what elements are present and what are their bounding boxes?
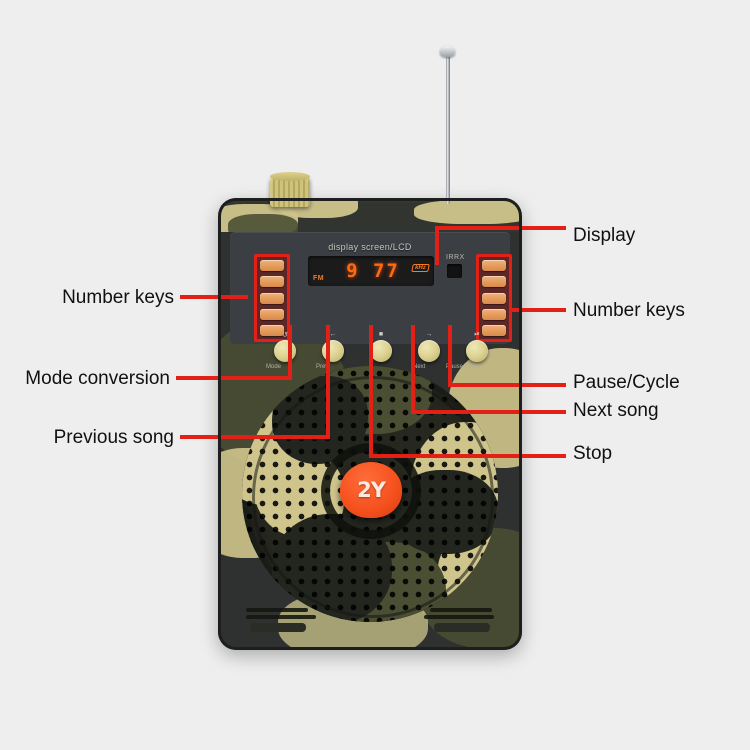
number-key[interactable] bbox=[260, 276, 284, 288]
mode-conversion-button[interactable] bbox=[274, 340, 296, 362]
number-keys-left[interactable] bbox=[254, 254, 290, 342]
pause-cycle-button[interactable] bbox=[466, 340, 488, 362]
camo-blob bbox=[218, 204, 298, 232]
number-key[interactable] bbox=[260, 260, 284, 271]
callout-label-display: Display bbox=[573, 225, 636, 246]
lcd-band-label: FM bbox=[313, 275, 325, 282]
telescopic-antenna[interactable] bbox=[446, 52, 450, 204]
camo-blob bbox=[228, 214, 298, 232]
callout-label-previous-song: Previous song bbox=[53, 427, 174, 448]
number-key[interactable] bbox=[482, 308, 506, 320]
number-keys-right[interactable] bbox=[476, 254, 512, 342]
vent-slot bbox=[246, 608, 308, 612]
next-song-button[interactable] bbox=[418, 340, 440, 362]
brand-logo-mark: 2Y bbox=[357, 478, 386, 502]
ir-receiver-window bbox=[447, 264, 462, 278]
device-foot bbox=[434, 623, 490, 632]
callout-label-next-song: Next song bbox=[573, 400, 659, 421]
irrx-label: IRRX bbox=[446, 254, 465, 261]
camo-blob bbox=[414, 200, 522, 224]
number-key[interactable] bbox=[482, 292, 506, 304]
stop-icon: ■ bbox=[378, 331, 384, 338]
control-button-row: ↺ Mode ← Prev ■ → Next ⏯ Pause/Cycle bbox=[230, 331, 510, 370]
brand-logo: 2Y bbox=[340, 462, 402, 518]
lcd-frequency-value: 9 77 bbox=[346, 260, 400, 282]
stop-button[interactable] bbox=[370, 340, 392, 362]
number-key[interactable] bbox=[260, 292, 284, 304]
speaker-grille: 2Y bbox=[242, 366, 498, 622]
vent-slot bbox=[246, 615, 316, 619]
callout-label-pause-cycle: Pause/Cycle bbox=[573, 372, 680, 393]
mode-icon: ↺ bbox=[282, 332, 288, 339]
callout-label-number-keys-left: Number keys bbox=[62, 287, 174, 308]
antenna-tip-icon bbox=[440, 46, 455, 57]
next-icon: → bbox=[425, 331, 433, 338]
number-key[interactable] bbox=[482, 260, 506, 271]
number-key[interactable] bbox=[482, 276, 506, 288]
callout-label-number-keys-right: Number keys bbox=[573, 300, 685, 321]
callout-label-stop: Stop bbox=[573, 443, 613, 464]
volume-knob-top bbox=[270, 172, 310, 181]
device-top-edge bbox=[218, 198, 522, 232]
vent-slot bbox=[424, 615, 494, 619]
panel-title: display screen/LCD bbox=[328, 242, 412, 252]
previous-icon: ← bbox=[329, 331, 337, 338]
callout-label-mode-conversion: Mode conversion bbox=[25, 368, 170, 389]
control-panel: display screen/LCD FM 9 77 kHz IRRX bbox=[230, 232, 512, 344]
pause-cycle-icon: ⏯ bbox=[474, 331, 480, 338]
lcd-display: FM 9 77 kHz bbox=[308, 256, 434, 286]
loudspeaker-device: display screen/LCD FM 9 77 kHz IRRX bbox=[218, 198, 522, 650]
previous-song-button[interactable] bbox=[322, 340, 344, 362]
lcd-unit-badge: kHz bbox=[411, 264, 430, 272]
number-key[interactable] bbox=[260, 308, 284, 320]
device-foot bbox=[250, 623, 306, 632]
vent-slot bbox=[430, 608, 492, 612]
bottom-vents bbox=[244, 608, 496, 634]
